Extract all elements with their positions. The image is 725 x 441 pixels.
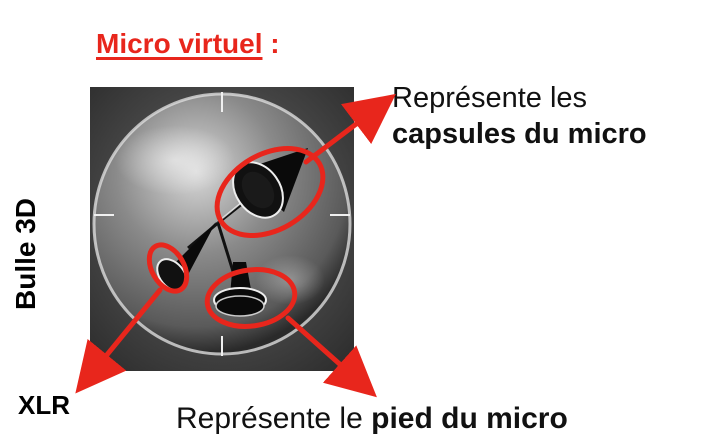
- pied-annotation: Représente le pied du micro: [176, 402, 568, 436]
- stand-highlight-ellipse: [204, 267, 298, 329]
- capsule-cone-icon: [232, 148, 308, 219]
- capsule-highlight-ellipse: [214, 145, 326, 239]
- xlr-highlight-ellipse: [146, 242, 190, 294]
- capsules-annotation-bold: capsules du micro: [392, 118, 647, 150]
- capsule-arrow: [303, 93, 396, 165]
- pied-annotation-normal: Représente le: [176, 402, 372, 435]
- crosshair-ticks: [94, 92, 350, 356]
- diagram-title: Micro virtuel :: [96, 28, 280, 60]
- xlr-label: XLR: [18, 390, 70, 420]
- capsules-annotation: Représente les capsules du micro: [392, 80, 647, 152]
- diagram-title-main: Micro virtuel: [96, 28, 263, 59]
- stand-arrow: [285, 315, 377, 398]
- diagram-title-suffix: :: [262, 28, 280, 59]
- xlr-arrow: [75, 287, 163, 394]
- xlr-cone-icon: [156, 222, 216, 292]
- pied-annotation-bold: pied du micro: [371, 402, 568, 435]
- capsules-annotation-line1: Représente les: [392, 82, 588, 114]
